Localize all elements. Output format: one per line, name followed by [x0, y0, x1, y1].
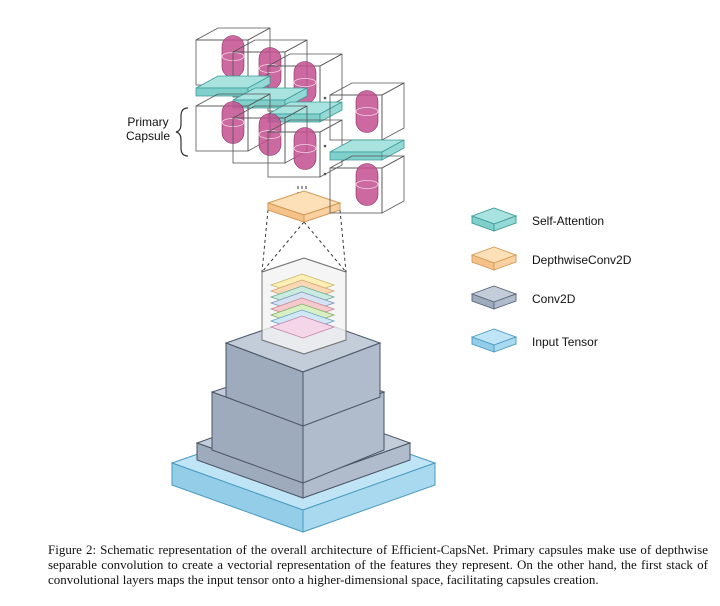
legend-label: Input Tensor [532, 335, 598, 349]
depthwise-conv2d-slab [266, 190, 342, 223]
capsule-cube-lower [232, 105, 308, 164]
feature-stack [261, 257, 347, 355]
legend-item: Conv2D [470, 285, 576, 310]
primary-capsule-label-line1: Primary [127, 115, 168, 129]
capsule-icon [293, 127, 317, 170]
ellipsis-dot [323, 96, 327, 100]
self-attention-slab [329, 139, 405, 161]
legend-swatch-icon [470, 246, 518, 271]
legend-label: DepthwiseConv2D [532, 253, 632, 267]
legend-item: DepthwiseConv2D [470, 246, 632, 271]
legend-swatch-icon [470, 328, 518, 353]
capsule-icon [258, 113, 282, 156]
capsule-cube-upper [329, 82, 405, 141]
capsule-cube-lower [329, 155, 405, 214]
ellipsis-dot [323, 172, 327, 176]
legend-item: Self-Attention [470, 207, 604, 232]
capsule-icon [355, 163, 379, 206]
legend-item: Input Tensor [470, 328, 598, 353]
legend-swatch-icon [470, 207, 518, 232]
curly-brace [175, 107, 189, 157]
legend-label: Conv2D [532, 292, 576, 306]
capsule-cube-lower [267, 119, 343, 178]
ellipsis-dot [323, 144, 327, 148]
primary-capsule-label: Primary Capsule [126, 107, 189, 157]
primary-capsule-grid [195, 27, 405, 214]
capsule-icon [355, 90, 379, 133]
figure-caption: Figure 2: Schematic representation of th… [48, 542, 708, 587]
legend-swatch-icon [470, 285, 518, 310]
architecture-diagram: Primary Capsule Self-AttentionDepthwiseC… [126, 27, 632, 533]
legend-label: Self-Attention [532, 214, 604, 228]
primary-capsule-label-line2: Capsule [126, 129, 170, 143]
